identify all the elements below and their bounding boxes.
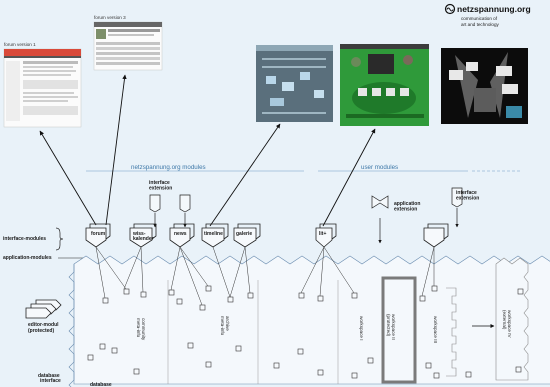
interface-extensions (150, 188, 462, 243)
module-label-news: news (174, 231, 187, 237)
screenshot-green-portal (340, 44, 429, 126)
forum-v3-caption: forum version 3 (94, 15, 126, 20)
db-label-workspace-iii: workspace III (433, 316, 438, 343)
editor-protected-label: (protected) (28, 328, 54, 334)
screenshot-timeline (256, 45, 333, 122)
screenshot-gallery (441, 48, 528, 124)
module-label-timeline: timeline (204, 231, 223, 237)
netzspannung-logo: netzspannung.org communication of art an… (446, 4, 531, 27)
db-label-workspace-ii: workspace II(protected) (386, 314, 396, 340)
logo-tagline-1: communication of (461, 16, 498, 21)
application-modules-label: application-modules (3, 255, 52, 261)
database-label: database (90, 382, 112, 387)
module-label-lit: lit+ (319, 231, 326, 237)
netzspannung-modules-label: netzspannung.org modules (131, 164, 206, 171)
module-label-galerie: galerie (236, 231, 252, 237)
user-modules-label: user modules (361, 164, 398, 171)
db-label-workspace-i: workspace I (359, 316, 364, 341)
logo-tagline-2: art and technology (461, 22, 500, 27)
interface-modules-label: interface-modules (3, 236, 46, 242)
editor-module (26, 300, 61, 318)
logo-name: netzspannung.org (457, 4, 531, 14)
module-label-forum: forum (91, 231, 106, 237)
forum-v1-caption: forum version 1 (4, 42, 36, 47)
module-user-7 (424, 228, 444, 247)
screenshot-forum-v1: forum version 1 (4, 42, 81, 127)
screenshot-forum-v3: forum version 3 (94, 15, 162, 70)
